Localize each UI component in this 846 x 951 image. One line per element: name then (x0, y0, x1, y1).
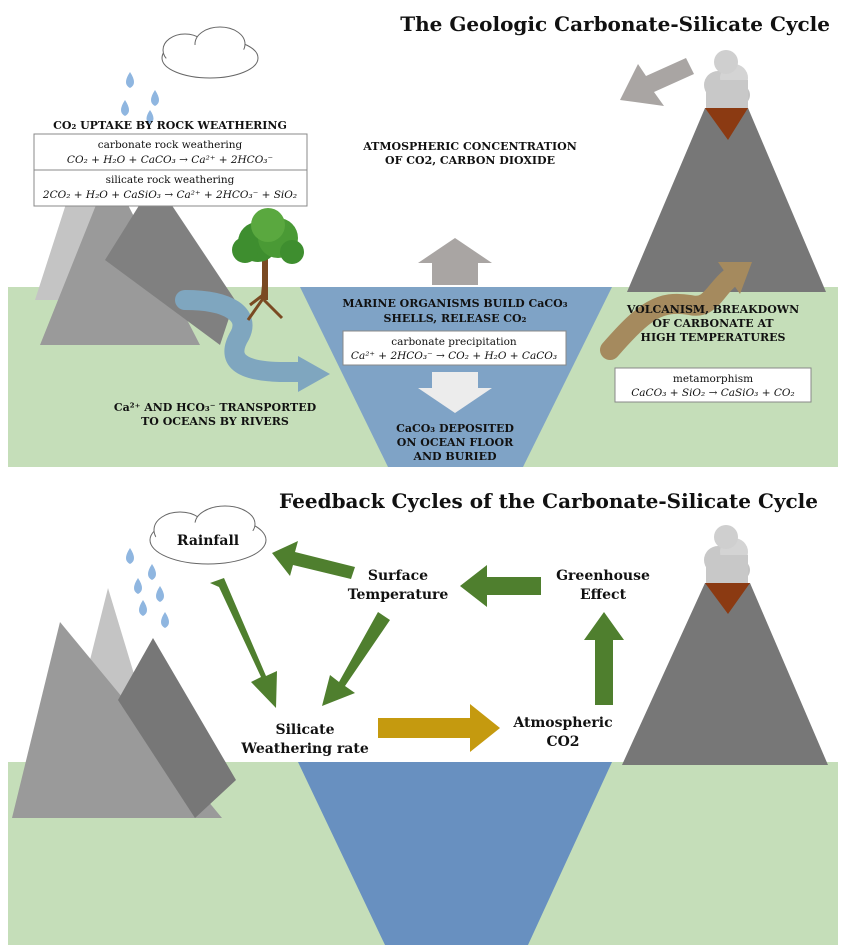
volcano-icon (622, 525, 828, 765)
raindrop-icon (126, 548, 169, 628)
metamorphism-box (614, 367, 812, 403)
arrow-icon (718, 262, 752, 294)
arrow-icon (620, 58, 694, 106)
silicate-weathering-equation: 2CO₂ + H₂O + CaSiO₃ → Ca²⁺ + 2HCO₃⁻ + Si… (42, 189, 297, 201)
arrow-icon (272, 541, 355, 579)
rainfall-label: Rainfall (177, 533, 239, 549)
cloud-icon: Rainfall (149, 505, 267, 565)
metamorphism-label: metamorphism (673, 373, 753, 385)
raindrop-icon (121, 72, 159, 124)
arrow-icon (584, 612, 624, 705)
volcanism-line1: VOLCANISM, BREAKDOWN (626, 303, 799, 316)
silicate-weathering-label: silicate rock weathering (106, 174, 235, 186)
arrow-icon (322, 612, 390, 706)
arrow-icon (460, 565, 541, 607)
silicate-line1: Silicate (275, 722, 334, 738)
surface-line1: Surface (368, 568, 428, 584)
precipitation-equation: Ca²⁺ + 2HCO₃⁻ → CO₂ + H₂O + CaCO₃ (351, 350, 557, 362)
bottom-title: Feedback Cycles of the Carbonate-Silicat… (279, 489, 818, 513)
atmos-concentration-line1: ATMOSPHERIC CONCENTRATION (362, 140, 577, 153)
cloud-icon (161, 26, 259, 79)
uptake-heading: CO₂ UPTAKE BY ROCK WEATHERING (53, 119, 287, 132)
atmospheric-line1: Atmospheric (512, 715, 612, 731)
bottom-left-mountains (12, 588, 236, 818)
top-title: The Geologic Carbonate-Silicate Cycle (400, 12, 830, 36)
transport-line1: Ca²⁺ AND HCO₃⁻ TRANSPORTED (114, 401, 317, 414)
arrow-icon (210, 578, 277, 708)
atmospheric-line2: CO2 (546, 734, 579, 750)
arrow-icon (378, 704, 500, 752)
tree-icon (232, 208, 304, 321)
arrow-icon (418, 372, 492, 413)
precipitation-box (342, 330, 567, 366)
atmos-concentration-line2: OF CO2, CARBON DIOXIDE (385, 154, 555, 167)
volcanism-line2: OF CARBONATE AT (652, 317, 774, 330)
carbonate-weathering-equation: CO₂ + H₂O + CaCO₃ → Ca²⁺ + 2HCO₃⁻ (67, 154, 273, 166)
greenhouse-line2: Effect (580, 587, 627, 603)
carbonate-weathering-label: carbonate rock weathering (98, 139, 243, 151)
volcanism-line3: HIGH TEMPERATURES (641, 331, 786, 344)
volcano-icon (627, 50, 826, 292)
precipitation-label: carbonate precipitation (391, 336, 517, 348)
mountain-icon (118, 638, 236, 818)
silicate-line2: Weathering rate (240, 741, 369, 757)
deposit-line1: CaCO₃ DEPOSITED (396, 422, 514, 435)
arrow-icon (418, 238, 492, 285)
greenhouse-line1: Greenhouse (556, 568, 650, 584)
marine-line1: MARINE ORGANISMS BUILD CaCO₃ (342, 297, 567, 310)
top-panel: CO₂ UPTAKE BY ROCK WEATHERING carbonate … (8, 12, 838, 467)
bottom-ocean (298, 762, 612, 945)
river-arrow (175, 290, 310, 382)
surface-line2: Temperature (348, 587, 449, 603)
arrow-icon (298, 356, 330, 392)
marine-line2: SHELLS, RELEASE CO₂ (384, 312, 527, 325)
metamorphism-equation: CaCO₃ + SiO₂ → CaSiO₃ + CO₂ (631, 387, 794, 399)
deposit-line3: AND BURIED (412, 450, 497, 463)
deposit-line2: ON OCEAN FLOOR (397, 436, 514, 449)
uptake-box: CO₂ UPTAKE BY ROCK WEATHERING carbonate … (33, 119, 308, 207)
transport-line2: TO OCEANS BY RIVERS (141, 415, 289, 428)
bottom-panel: Feedback Cycles of the Carbonate-Silicat… (8, 489, 838, 945)
volcanism-arrow (600, 268, 740, 360)
